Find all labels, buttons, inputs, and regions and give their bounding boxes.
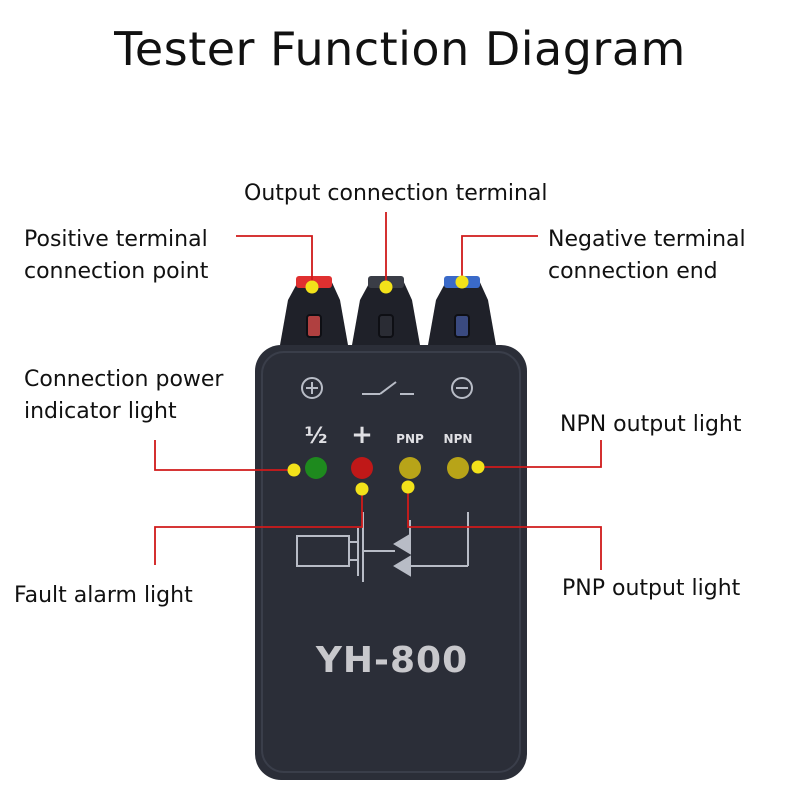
power-led xyxy=(305,457,327,479)
device-model-label: YH-800 xyxy=(315,640,469,681)
marker-power-led xyxy=(287,463,301,477)
leader-power xyxy=(154,440,294,471)
callout-markers xyxy=(287,275,485,496)
marker-output-terminal xyxy=(379,280,393,294)
npn-led-label: NPN xyxy=(443,432,473,446)
fault-led xyxy=(351,457,373,479)
label-power-indicator-line2: indicator light xyxy=(24,399,177,424)
pnp-led-label: PNP xyxy=(396,432,424,446)
label-pnp-output: PNP output light xyxy=(562,576,741,601)
label-npn-output: NPN output light xyxy=(560,412,742,437)
leader-negative xyxy=(461,235,538,280)
label-negative-terminal-line2: connection end xyxy=(548,259,718,284)
label-positive-terminal-line2: connection point xyxy=(24,259,209,284)
leader-fault xyxy=(154,490,363,565)
device-body xyxy=(255,345,527,780)
label-output-terminal: Output connection terminal xyxy=(244,181,548,206)
circuit-symbol-icon xyxy=(296,512,469,582)
label-fault-alarm: Fault alarm light xyxy=(14,583,193,608)
marker-negative-terminal xyxy=(455,275,469,289)
body-symbols xyxy=(301,377,473,399)
marker-npn-led xyxy=(471,460,485,474)
label-power-indicator-line1: Connection power xyxy=(24,367,224,392)
leader-pnp xyxy=(407,487,602,570)
leader-npn xyxy=(478,440,602,468)
minus-symbol-icon xyxy=(451,377,473,399)
leader-positive xyxy=(236,235,313,285)
positive-terminal-post xyxy=(280,278,348,345)
plus-symbol-icon xyxy=(301,377,323,399)
negative-terminal-post xyxy=(428,278,496,345)
indicator-leds xyxy=(305,457,469,479)
diagram-title: Tester Function Diagram xyxy=(114,22,686,76)
marker-positive-terminal xyxy=(305,280,319,294)
label-positive-terminal-line1: Positive terminal xyxy=(24,227,208,252)
switch-symbol-icon xyxy=(362,381,414,395)
pnp-led xyxy=(399,457,421,479)
fault-led-label: + xyxy=(351,420,373,450)
leader-lines xyxy=(154,212,602,570)
label-negative-terminal-line1: Negative terminal xyxy=(548,227,746,252)
power-led-label: ½ xyxy=(304,424,328,449)
output-terminal-post xyxy=(352,278,420,345)
marker-pnp-led xyxy=(401,480,415,494)
npn-led xyxy=(447,457,469,479)
marker-fault-led xyxy=(355,482,369,496)
